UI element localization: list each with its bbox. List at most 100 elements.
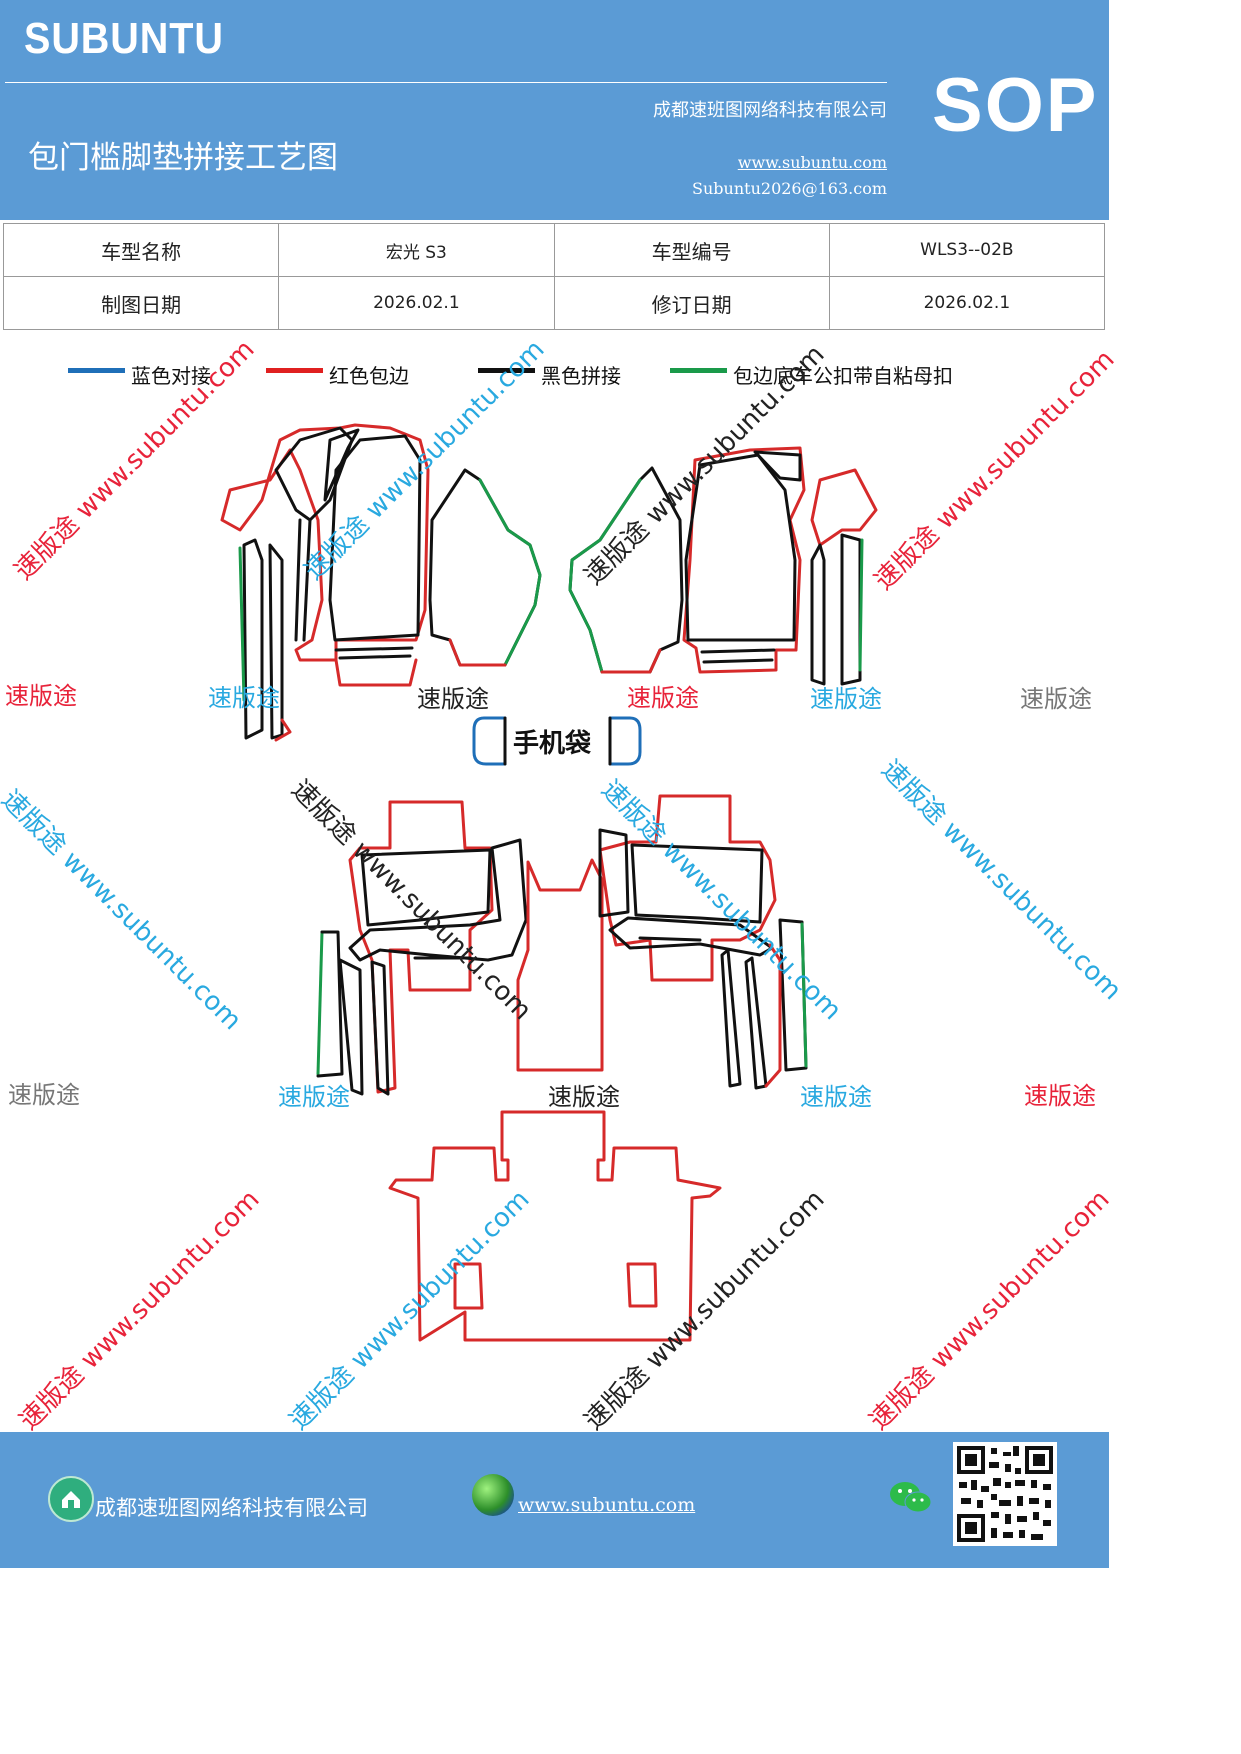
mat-outline-red xyxy=(334,658,418,687)
pocket-left-blue xyxy=(472,716,507,766)
mat-edge-red xyxy=(764,943,782,1088)
legend-label: 黑色拼接 xyxy=(541,364,621,388)
mat-seam-black xyxy=(348,838,528,962)
rear-mat-box xyxy=(626,1262,658,1308)
legend-swatch xyxy=(68,368,125,373)
mat-edge-green xyxy=(800,922,808,1068)
mat-seam-black xyxy=(700,648,776,664)
legend-label: 蓝色对接 xyxy=(131,364,211,388)
color-legend: 蓝色对接 红色包边 黑色拼接 包边底车公扣带自粘母扣 xyxy=(0,360,1109,390)
mat-seam-black xyxy=(242,538,264,740)
watermark-brand: 速版途 xyxy=(8,1081,80,1109)
table-row: 制图日期 2026.02.1 修订日期 2026.02.1 xyxy=(2,276,1106,330)
legend-label: 包边底车公扣带自粘母扣 xyxy=(733,364,953,388)
mat-seam-black xyxy=(334,646,414,660)
globe-icon xyxy=(472,1474,514,1516)
footer-company-name: 成都速班图网络科技有限公司 xyxy=(95,1496,368,1520)
mat-outline-red xyxy=(348,800,494,1094)
legend-swatch xyxy=(478,368,535,373)
footer-website-link[interactable]: www.subuntu.com xyxy=(518,1494,696,1516)
front-right-mat xyxy=(568,446,878,686)
mat-seam-black xyxy=(608,916,774,957)
watermark-brand: 速版途 xyxy=(1020,685,1092,713)
mat-seam-black xyxy=(810,543,826,686)
table-cell-value: 宏光 S3 xyxy=(278,223,555,277)
watermark-brand: 速版途 xyxy=(1024,1082,1096,1110)
home-icon xyxy=(48,1476,94,1522)
mat-edge-red xyxy=(274,718,292,742)
legend-swatch xyxy=(266,368,323,373)
legend-item-green: 包边底车公扣带自粘母扣 xyxy=(670,360,953,389)
watermark-brand: 速版途 xyxy=(208,684,280,712)
document-title: 包门槛脚垫拼接工艺图 xyxy=(28,140,338,176)
table-cell-label: 车型编号 xyxy=(553,223,830,277)
sop-badge: SOP xyxy=(932,63,1099,148)
header-banner: SUBUNTU 成都速班图网络科技有限公司 包门槛脚垫拼接工艺图 www.sub… xyxy=(0,0,1109,220)
qr-code xyxy=(953,1442,1057,1546)
rear-mat-box xyxy=(453,1262,484,1310)
mat-outline-red xyxy=(810,468,878,547)
table-cell-value: 2026.02.1 xyxy=(828,276,1106,330)
watermark-brand: 速版途 xyxy=(800,1083,872,1111)
watermark-brand: 速版途 xyxy=(417,685,489,713)
mat-seam-black xyxy=(630,843,764,924)
floor-mat-diagram xyxy=(220,423,878,1342)
legend-item-blue: 蓝色对接 xyxy=(68,360,211,389)
mat-seam-black xyxy=(370,960,390,1096)
mat-seam-black xyxy=(778,918,808,1072)
header-divider xyxy=(5,82,887,83)
watermark-brand: 速版途 xyxy=(278,1083,350,1111)
rear-mat-outline-red xyxy=(388,1110,722,1342)
website-link[interactable]: www.subuntu.com xyxy=(737,153,887,172)
table-cell-label: 车型名称 xyxy=(2,223,280,277)
email-address: Subuntu2026@163.com xyxy=(692,179,887,198)
mat-seam-black xyxy=(684,453,797,642)
phone-pocket-label: 手机袋 xyxy=(513,729,592,759)
mat-seam-black xyxy=(598,828,630,918)
wechat-icon xyxy=(888,1478,934,1518)
side-piece-edge-red xyxy=(448,638,507,667)
table-cell-value: 2026.02.1 xyxy=(278,276,555,330)
mat-outline-red xyxy=(598,794,777,982)
side-piece-edge-red xyxy=(600,648,662,674)
side-piece-outline xyxy=(428,468,542,667)
legend-item-black: 黑色拼接 xyxy=(478,360,621,389)
footer-banner: 成都速班图网络科技有限公司 www.subuntu.com xyxy=(0,1432,1109,1568)
watermark-brand: 速版途 xyxy=(810,685,882,713)
mat-seam-black xyxy=(338,958,364,1096)
mat-seam-black xyxy=(638,936,702,942)
company-name: 成都速班图网络科技有限公司 xyxy=(653,100,887,121)
table-cell-label: 制图日期 xyxy=(2,276,280,330)
side-piece-edge-green xyxy=(478,478,542,667)
legend-label: 红色包边 xyxy=(329,364,409,388)
middle-row-mats xyxy=(316,794,808,1096)
legend-item-red: 红色包边 xyxy=(266,360,409,389)
mat-seam-black xyxy=(744,956,768,1090)
watermark-brand: 速版途 xyxy=(548,1083,620,1111)
mat-seam-black xyxy=(274,426,354,522)
phone-pocket xyxy=(472,716,642,766)
mat-edge-green xyxy=(238,546,246,702)
mat-seam-black xyxy=(323,428,360,502)
watermark-brand: 速版途 xyxy=(5,682,77,710)
table-cell-label: 修订日期 xyxy=(553,276,830,330)
mat-edge-green xyxy=(858,538,864,672)
front-left-mat xyxy=(220,423,542,742)
mat-seam-black xyxy=(360,848,492,927)
mat-outline-red xyxy=(682,446,806,674)
watermark-brand: 速版途 xyxy=(627,684,699,712)
legend-swatch xyxy=(670,368,727,373)
center-tunnel-outline xyxy=(516,858,604,1072)
mat-seam-black xyxy=(840,533,862,686)
mat-edge-green xyxy=(316,930,324,1076)
mat-seam-black xyxy=(328,434,422,642)
mat-seam-black xyxy=(316,930,344,1078)
vehicle-info-table: 车型名称 宏光 S3 车型编号 WLS3--02B 制图日期 2026.02.1… xyxy=(2,223,1106,330)
pocket-right-blue xyxy=(608,716,642,766)
brand-logo-text: SUBUNTU xyxy=(24,14,224,63)
rear-row-mat xyxy=(388,1110,722,1342)
side-piece-edge-green xyxy=(568,478,642,674)
mat-seam-black xyxy=(753,450,802,482)
mat-seam-black xyxy=(720,948,742,1088)
mat-seam-black xyxy=(294,518,312,642)
